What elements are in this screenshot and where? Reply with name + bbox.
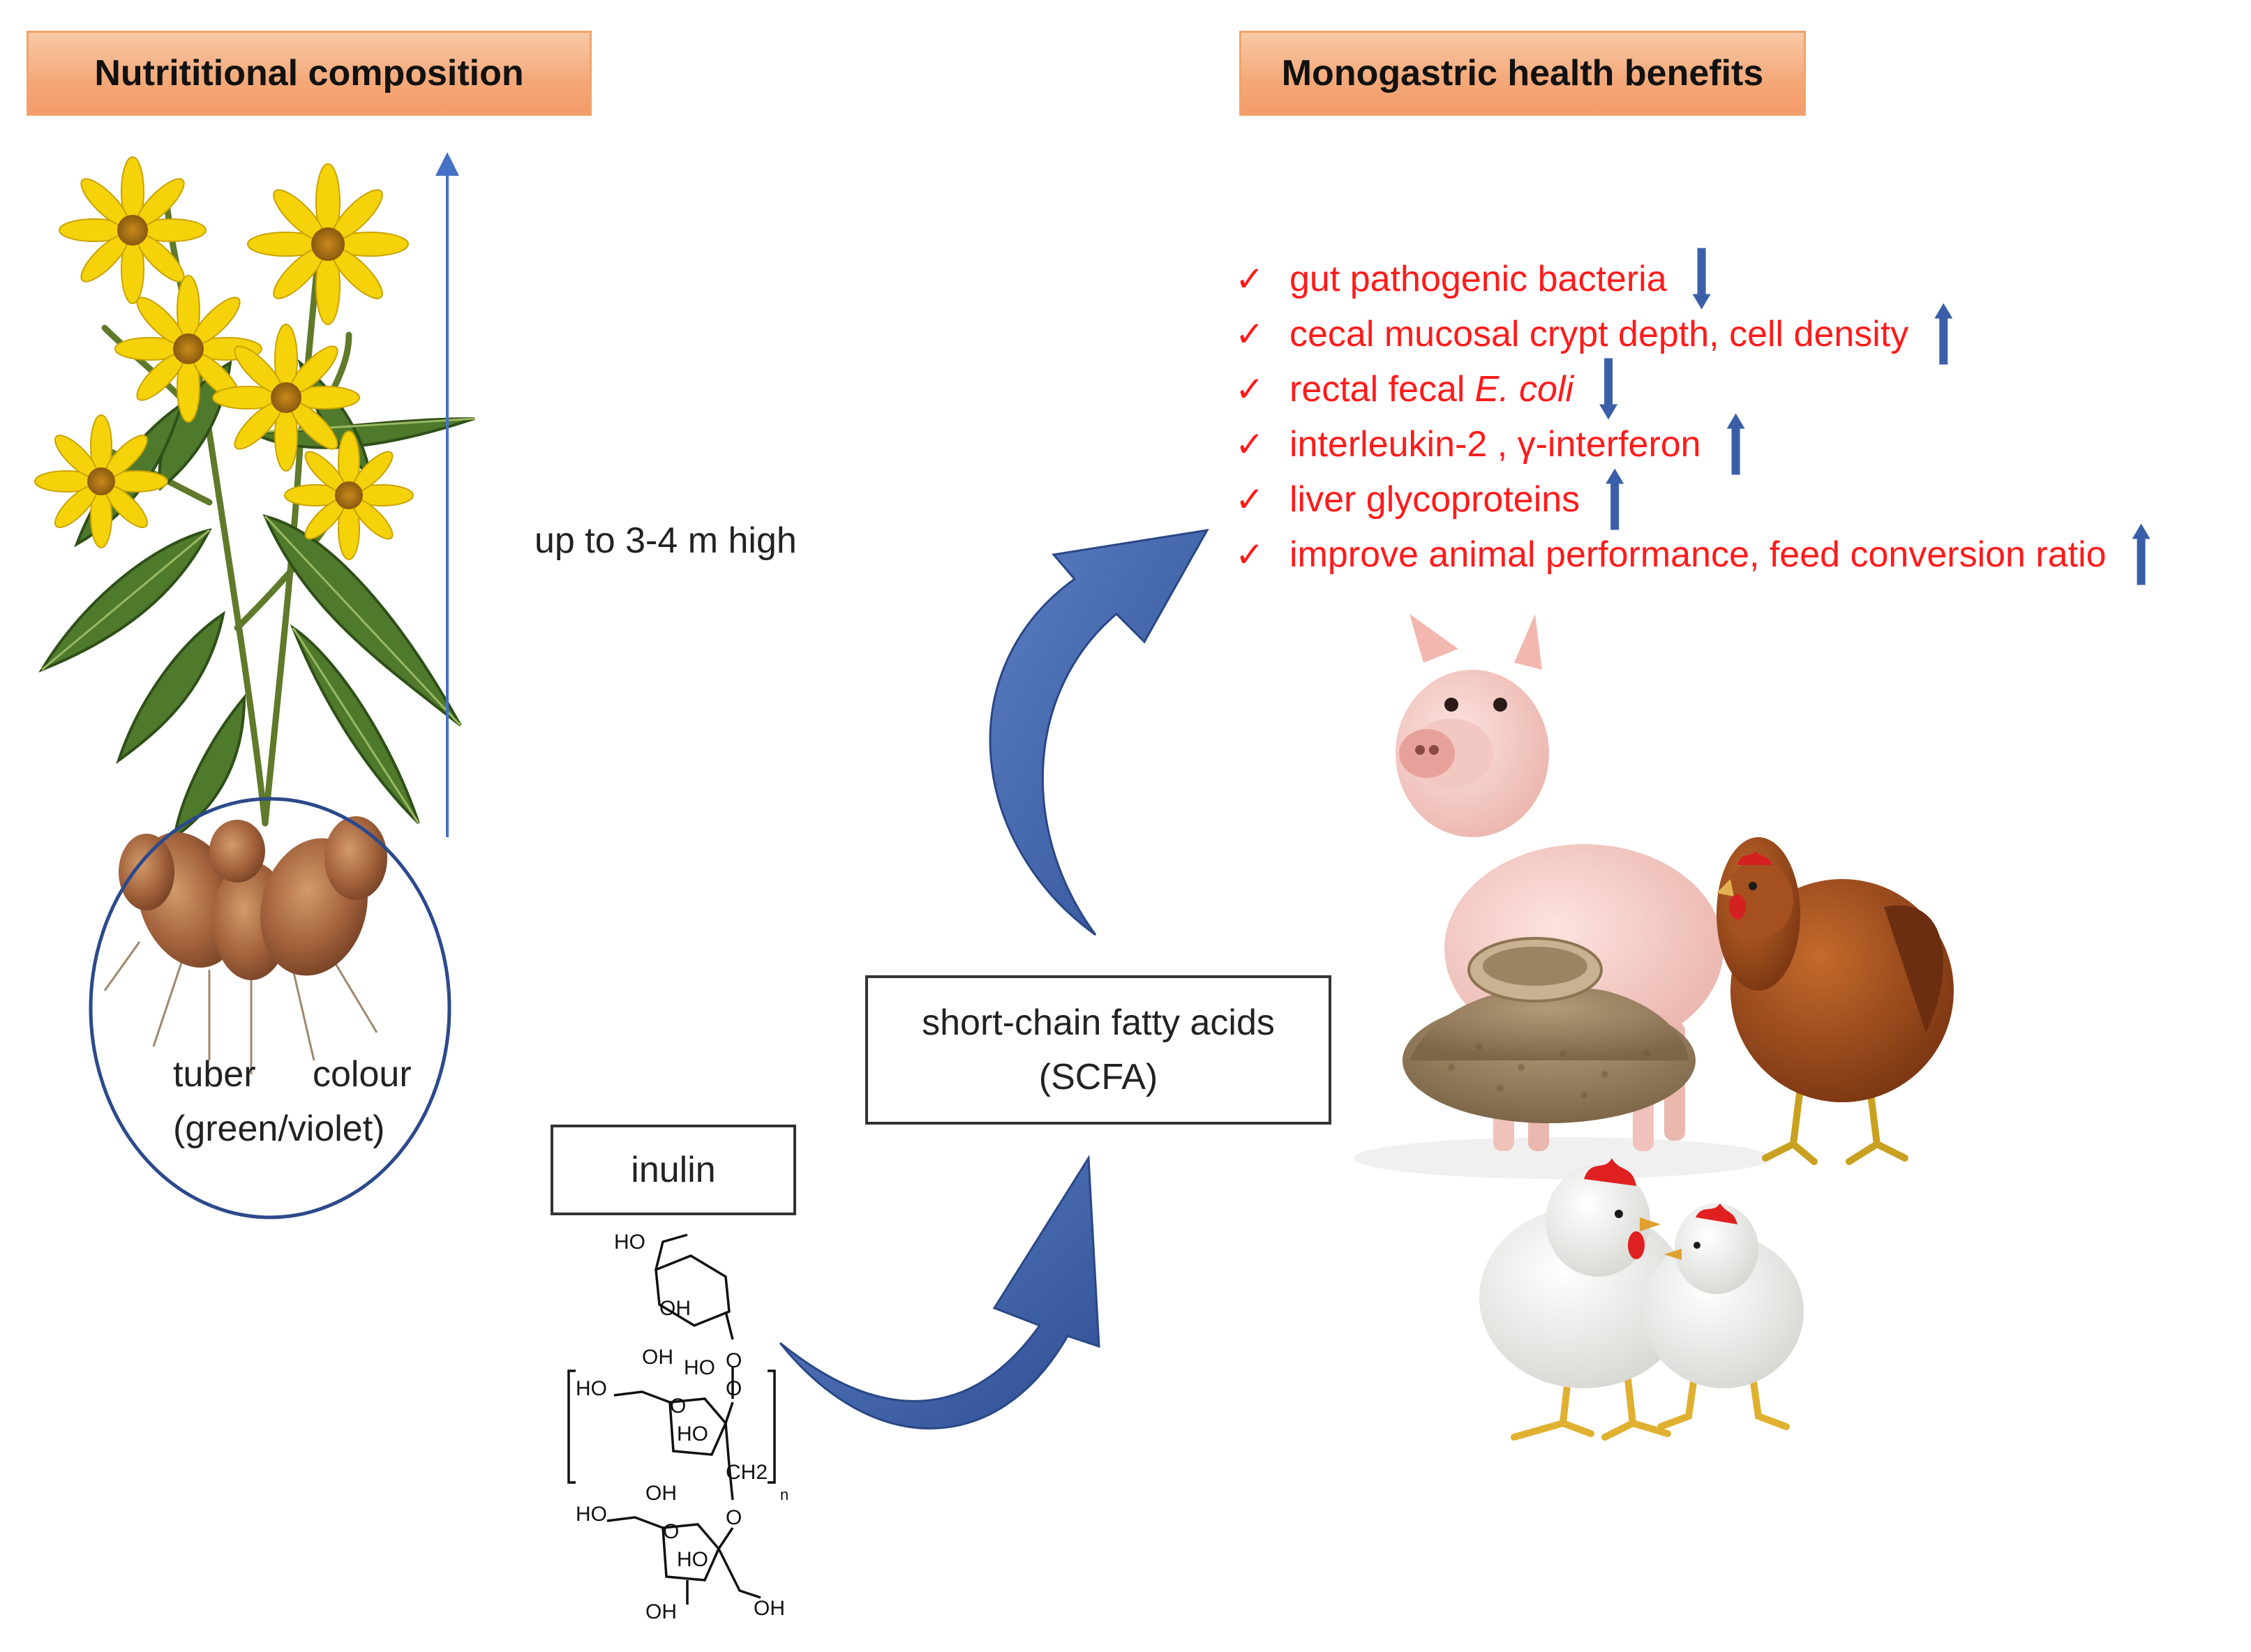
yellow-flowers xyxy=(34,156,414,560)
sunflower-plant-illustration xyxy=(34,156,475,1074)
trend-down-arrow-icon xyxy=(1692,248,1711,310)
benefit-text: rectal fecal xyxy=(1289,368,1465,410)
trend-up-arrow-icon xyxy=(1934,303,1953,365)
svg-text:HO: HO xyxy=(677,1422,708,1446)
trend-up-arrow-icon xyxy=(1606,468,1624,530)
benefits-list: ✓ gut pathogenic bacteria ✓ cecal mucosal c… xyxy=(1235,251,2240,582)
benefit-text: improve animal performance, feed convers… xyxy=(1289,534,2107,575)
svg-text:OH: OH xyxy=(645,1600,677,1623)
benefit-item: ✓ interleukin-2 , γ-interferon xyxy=(1235,416,2240,472)
benefit-item: ✓ improve animal performance, feed conver… xyxy=(1235,527,2240,582)
check-icon: ✓ xyxy=(1235,314,1264,354)
check-icon: ✓ xyxy=(1235,259,1264,299)
svg-text:OH: OH xyxy=(642,1346,673,1369)
scfa-line1: short-chain fatty acids xyxy=(922,1003,1275,1043)
hen-illustration xyxy=(1717,837,1954,1165)
svg-text:O: O xyxy=(663,1520,679,1543)
header-nutritional-composition: Nutrititional composition xyxy=(27,31,592,116)
inulin-box: inulin xyxy=(551,1125,796,1215)
trend-up-arrow-icon xyxy=(2132,523,2151,585)
svg-text:OH: OH xyxy=(645,1482,677,1505)
svg-text:HO: HO xyxy=(576,1503,607,1526)
inulin-structure-labels: HO OH OH HO O O HO O HO OH CH2 O HO O HO… xyxy=(576,1231,788,1623)
benefit-item: ✓ liver glycoproteins xyxy=(1235,472,2240,527)
curved-arrow-inulin-to-scfa xyxy=(779,1155,1100,1429)
pig-illustration xyxy=(1354,614,1772,1179)
feed-grain-pile-illustration xyxy=(1403,937,1696,1123)
curved-arrow-scfa-to-benefits xyxy=(989,529,1209,936)
check-icon: ✓ xyxy=(1235,534,1264,574)
svg-text:HO: HO xyxy=(614,1231,645,1254)
height-label: up to 3-4 m high xyxy=(534,520,797,561)
trend-down-arrow-icon xyxy=(1599,358,1618,420)
check-icon: ✓ xyxy=(1235,424,1264,464)
svg-text:O: O xyxy=(726,1377,742,1400)
check-icon: ✓ xyxy=(1235,479,1264,519)
scfa-line2: (SCFA) xyxy=(1038,1057,1158,1097)
svg-text:OH: OH xyxy=(659,1297,691,1320)
trend-up-arrow-icon xyxy=(1726,413,1745,475)
inulin-label: inulin xyxy=(631,1150,716,1190)
tuber-label-colours: (green/violet) xyxy=(173,1109,385,1149)
benefit-item: ✓ cecal mucosal crypt depth, cell density xyxy=(1235,306,2240,361)
tuber-roots xyxy=(103,816,387,1074)
tuber-label-word: tuber xyxy=(173,1054,256,1095)
broiler-chickens-illustration xyxy=(1479,1158,1804,1441)
benefit-text: gut pathogenic bacteria xyxy=(1289,258,1667,299)
benefit-item: ✓ gut pathogenic bacteria xyxy=(1235,251,2240,306)
trend-arrows xyxy=(1599,248,2151,585)
svg-text:HO: HO xyxy=(576,1377,607,1400)
height-arrow xyxy=(435,152,459,837)
tuber-ellipse xyxy=(89,797,451,1219)
svg-text:OH: OH xyxy=(754,1597,785,1620)
svg-text:CH2: CH2 xyxy=(726,1461,768,1484)
benefit-text: interleukin-2 , γ-interferon xyxy=(1289,423,1701,465)
svg-text:HO: HO xyxy=(677,1548,708,1571)
svg-text:HO: HO xyxy=(684,1356,715,1379)
svg-text:n: n xyxy=(780,1486,788,1503)
benefit-italic-text: E. coli xyxy=(1474,368,1574,410)
svg-text:O: O xyxy=(670,1395,686,1418)
header-left-label: Nutrititional composition xyxy=(94,53,524,93)
inulin-structure xyxy=(567,1233,776,1605)
scfa-box: short-chain fatty acids (SCFA) xyxy=(865,975,1331,1125)
benefit-text: cecal mucosal crypt depth, cell density xyxy=(1289,313,1909,354)
benefit-text: liver glycoproteins xyxy=(1289,479,1580,520)
check-icon: ✓ xyxy=(1235,369,1264,409)
svg-text:O: O xyxy=(726,1349,742,1372)
tuber-label-colour: colour xyxy=(313,1054,412,1095)
header-right-label: Monogastric health benefits xyxy=(1281,53,1764,93)
header-health-benefits: Monogastric health benefits xyxy=(1239,31,1806,116)
svg-text:O: O xyxy=(726,1506,742,1529)
